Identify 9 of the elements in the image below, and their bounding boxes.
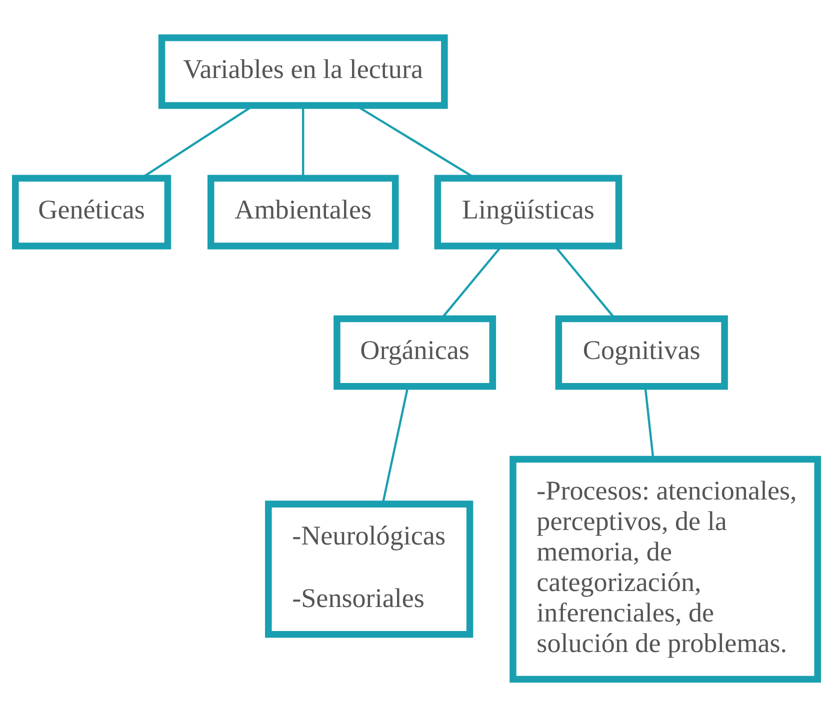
node-box: -Procesos: atencionales, perceptivos, de la memoria, de categorización, inferenciales, de solución de problemas.	[510, 456, 821, 683]
node-box: Cognitivas	[555, 315, 728, 390]
node-box: Lingüísticas	[434, 174, 622, 250]
connector	[644, 386, 654, 459]
node-box: Variables en la lectura	[158, 34, 448, 109]
node-box: -Neurológicas -Sensoriales	[265, 500, 474, 638]
node-box: Genéticas	[12, 174, 172, 250]
node-box: Orgánicas	[334, 315, 496, 390]
node-box: Ambientales	[207, 174, 399, 250]
